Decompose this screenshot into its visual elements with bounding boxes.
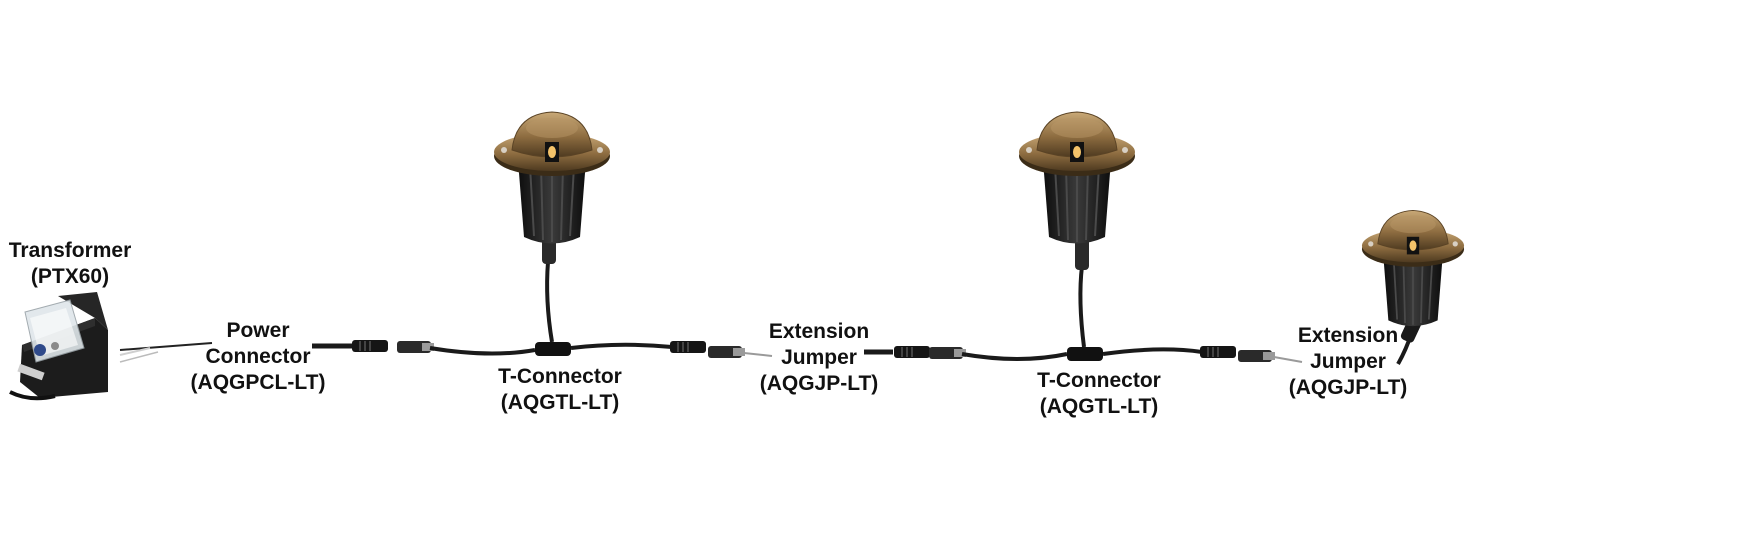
transformer-icon — [9, 292, 108, 401]
t-connector-2-icon — [929, 230, 1237, 361]
fixture-1-icon — [493, 111, 611, 245]
fixture-2-icon — [1018, 111, 1136, 245]
extension-jumper-1-line1: Extension — [768, 320, 870, 343]
transformer-model: (PTX60) — [30, 265, 110, 288]
transformer-name: Transformer — [8, 239, 132, 262]
t-connector-1-label: T-Connector (AQGTL-LT) — [498, 364, 622, 416]
extension-jumper-1-line2: Jumper — [781, 346, 857, 369]
t-connector-2-model: (AQGTL-LT) — [1039, 395, 1159, 418]
t-connector-1-name: T-Connector — [498, 365, 622, 388]
power-connector-model: (AQGPCL-LT) — [190, 371, 326, 394]
power-connector-line1: Power — [226, 319, 290, 342]
power-connector-icon — [312, 339, 389, 353]
lead-wires — [119, 342, 213, 363]
t-connector-1-model: (AQGTL-LT) — [500, 391, 620, 414]
transformer-label: Transformer (PTX60) — [9, 238, 132, 290]
extension-jumper-1-icon — [708, 345, 931, 359]
t-connector-2-label: T-Connector (AQGTL-LT) — [1037, 368, 1161, 420]
extension-jumper-1-label: Extension Jumper (AQGJP-LT) — [760, 319, 879, 397]
power-connector-label: Power Connector (AQGPCL-LT) — [191, 318, 326, 396]
t-connector-1-icon — [397, 224, 707, 356]
fixture-3-icon — [1361, 209, 1465, 327]
t-connector-2-name: T-Connector — [1037, 369, 1161, 392]
extension-jumper-2-label: Extension Jumper (AQGJP-LT) — [1289, 323, 1408, 401]
power-connector-line2: Connector — [205, 345, 311, 368]
extension-jumper-2-line1: Extension — [1297, 324, 1399, 347]
extension-jumper-2-model: (AQGJP-LT) — [1288, 376, 1408, 399]
extension-jumper-1-model: (AQGJP-LT) — [759, 372, 879, 395]
extension-jumper-2-line2: Jumper — [1310, 350, 1386, 373]
